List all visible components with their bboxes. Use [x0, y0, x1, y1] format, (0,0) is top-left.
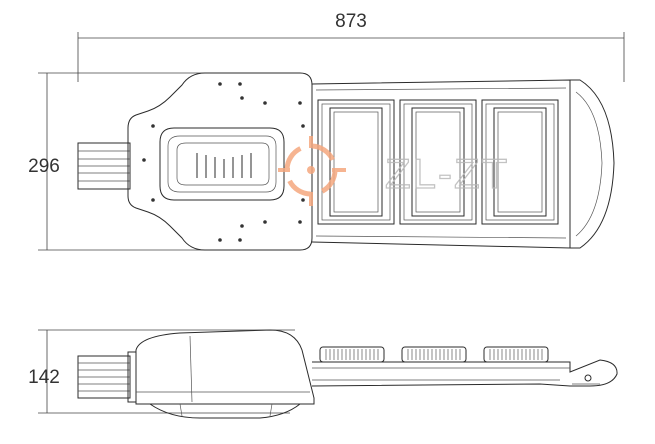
side-view-housing — [135, 329, 315, 419]
dimension-length: 873 — [77, 11, 625, 82]
side-view-mount-pipe — [77, 351, 137, 403]
watermark-text: ZL-ZT — [385, 150, 509, 197]
dimension-height-label: 142 — [28, 367, 60, 388]
top-view — [77, 72, 615, 251]
led-module-3 — [481, 99, 559, 225]
top-view-mount-pipe — [77, 142, 131, 190]
side-view-heatsinks — [319, 346, 549, 363]
watermark-crosshair-icon — [278, 136, 346, 206]
top-view-driver-housing — [127, 72, 313, 251]
dimension-height: 142 — [28, 329, 295, 414]
dimension-width-label: 296 — [28, 156, 60, 177]
watermark: ZL-ZT — [278, 136, 509, 206]
led-module-1 — [317, 99, 395, 225]
led-module-2 — [399, 99, 477, 225]
top-view-lamp-frame — [311, 79, 615, 249]
side-view — [77, 329, 618, 419]
top-view-led-modules — [317, 99, 559, 225]
side-view-lamp-body — [311, 359, 618, 387]
dimension-length-label: 873 — [335, 11, 367, 32]
dimension-width: 296 — [28, 72, 205, 251]
